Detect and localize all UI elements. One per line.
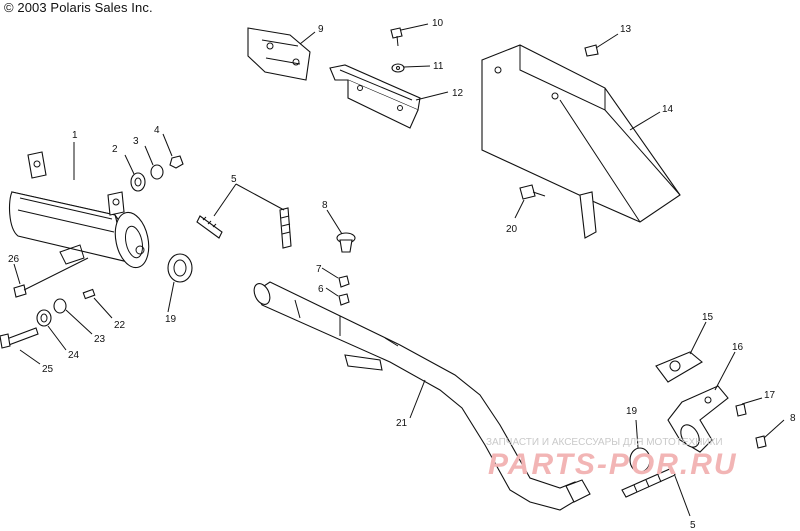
callout-10: 10: [432, 18, 444, 29]
part-19-gasket: [167, 253, 193, 313]
part-11-washer: [391, 63, 431, 73]
callout-24: 24: [68, 350, 80, 361]
callout-23: 23: [94, 334, 106, 345]
callout-4: 4: [154, 125, 160, 136]
callout-1: 1: [72, 130, 78, 141]
part-26-bolt: [13, 257, 89, 298]
part-5-springs: [196, 183, 292, 249]
callout-3: 3: [133, 136, 139, 147]
part-17-nut: [735, 397, 763, 417]
callout-26: 26: [8, 254, 20, 265]
part-9-bracket: [247, 27, 316, 81]
callout-16: 16: [732, 342, 744, 353]
part-15-gasket: [655, 321, 707, 383]
part-19-gasket-right: [629, 419, 651, 473]
callout-19-right: 19: [626, 406, 638, 417]
callout-13: 13: [620, 24, 632, 35]
part-5-spring-lower: [621, 467, 691, 517]
part-24-grommet: [36, 309, 67, 351]
callout-9: 9: [318, 24, 324, 35]
callout-21: 21: [396, 418, 408, 429]
part-7-nut: [321, 267, 350, 288]
part-1-muffler: [8, 142, 150, 269]
part-21-exhaust-pipe: [253, 281, 591, 511]
part-16-flange-pipe: [667, 351, 736, 453]
watermark-logo: PARTS-POR.RU: [488, 448, 738, 481]
part-12-bracket: [329, 64, 449, 129]
part-10-bolt: [390, 23, 429, 47]
callout-25: 25: [42, 364, 54, 375]
part-20-bolt: [514, 184, 546, 219]
callout-8-right: 8: [790, 413, 796, 424]
part-14-heat-shield: [481, 44, 681, 239]
callout-15: 15: [702, 312, 714, 323]
copyright-notice: © 2003 Polaris Sales Inc.: [4, 0, 153, 15]
callout-11: 11: [433, 61, 444, 72]
part-4-nut: [162, 133, 184, 169]
callout-22: 22: [114, 320, 126, 331]
callout-5-lower: 5: [690, 520, 696, 531]
part-13-bolt: [584, 33, 619, 57]
part-25-bolt: [0, 327, 41, 365]
callout-8: 8: [322, 200, 328, 211]
callout-6: 6: [318, 284, 324, 295]
callout-7: 7: [316, 264, 322, 275]
callout-19-left: 19: [165, 314, 177, 325]
part-3-washer: [144, 145, 164, 180]
part-2-washer: [124, 154, 146, 192]
watermark-caption: ЗАПЧАСТИ И АКСЕССУАРЫ ДЛЯ МОТОТЕХНИКИ: [486, 437, 723, 448]
callout-12: 12: [452, 88, 464, 99]
part-8-spring-right: [755, 419, 785, 449]
part-8-plug: [326, 209, 356, 253]
callout-14: 14: [662, 104, 674, 115]
callout-labels: 1 2 3 4 5 6 7 8 9 10 11 12 13 14 15 16 1…: [8, 18, 796, 531]
part-22-spacer: [82, 288, 113, 319]
callout-2: 2: [112, 144, 118, 155]
callout-20: 20: [506, 224, 518, 235]
callout-5-upper: 5: [231, 174, 237, 185]
part-6-nut: [325, 287, 350, 306]
callout-17: 17: [764, 390, 776, 401]
part-23-washer: [53, 298, 93, 335]
